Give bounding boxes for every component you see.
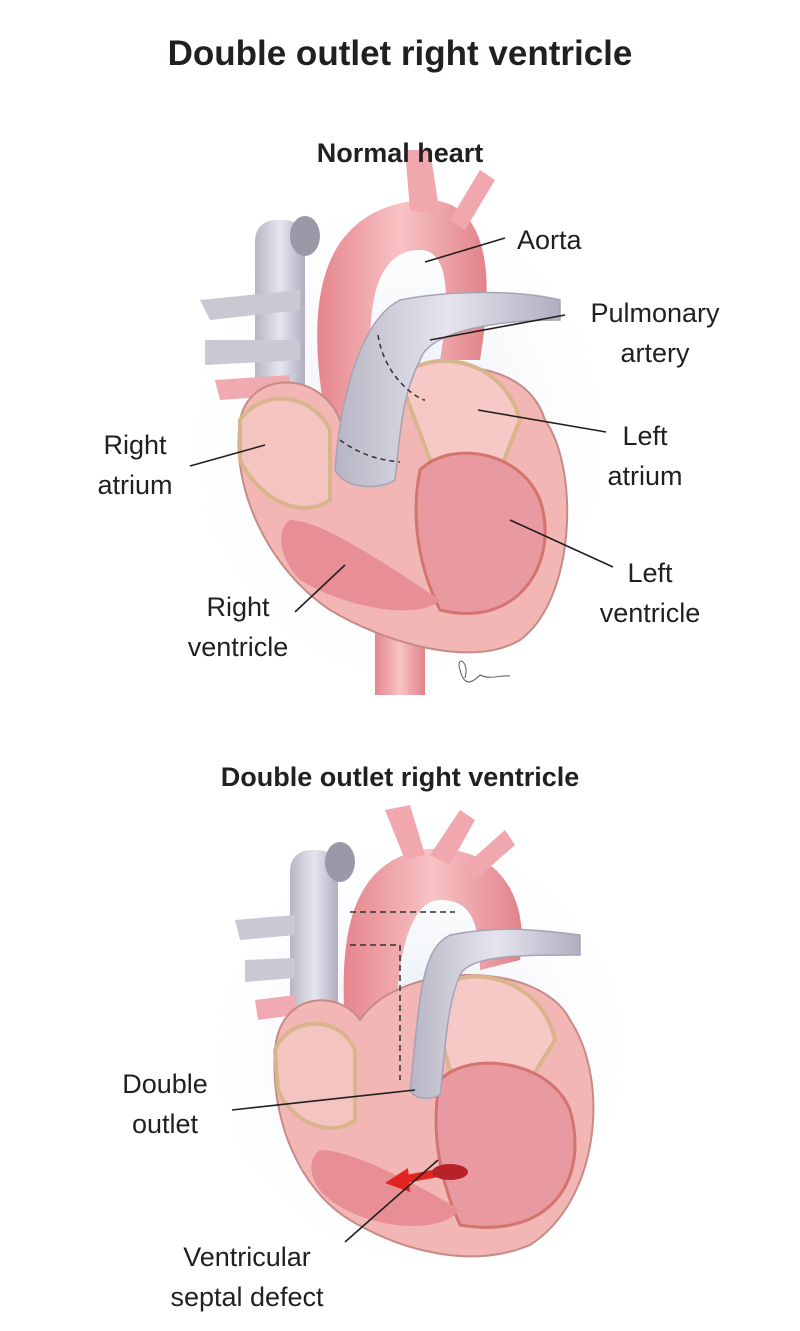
pulmonary-artery xyxy=(334,291,561,488)
label-aorta: Aorta xyxy=(517,225,582,255)
dorv-heart xyxy=(190,805,650,1290)
panel-title-normal: Normal heart xyxy=(316,138,484,168)
right-atrium xyxy=(238,396,332,510)
pulmonary-artery xyxy=(409,928,581,1100)
label-leader-lines xyxy=(189,237,614,1243)
right-ventricle xyxy=(311,1150,460,1227)
left-ventricle xyxy=(434,1061,577,1229)
septal-defect xyxy=(432,1164,468,1180)
arrow-head-icon xyxy=(385,1168,410,1192)
left-ventricle xyxy=(414,451,547,615)
right-atrium xyxy=(272,1021,357,1131)
panel-title-dorv: Double outlet right ventricle xyxy=(220,762,580,792)
page-title: Double outlet right ventricle xyxy=(167,34,633,73)
artist-signature xyxy=(458,660,511,683)
